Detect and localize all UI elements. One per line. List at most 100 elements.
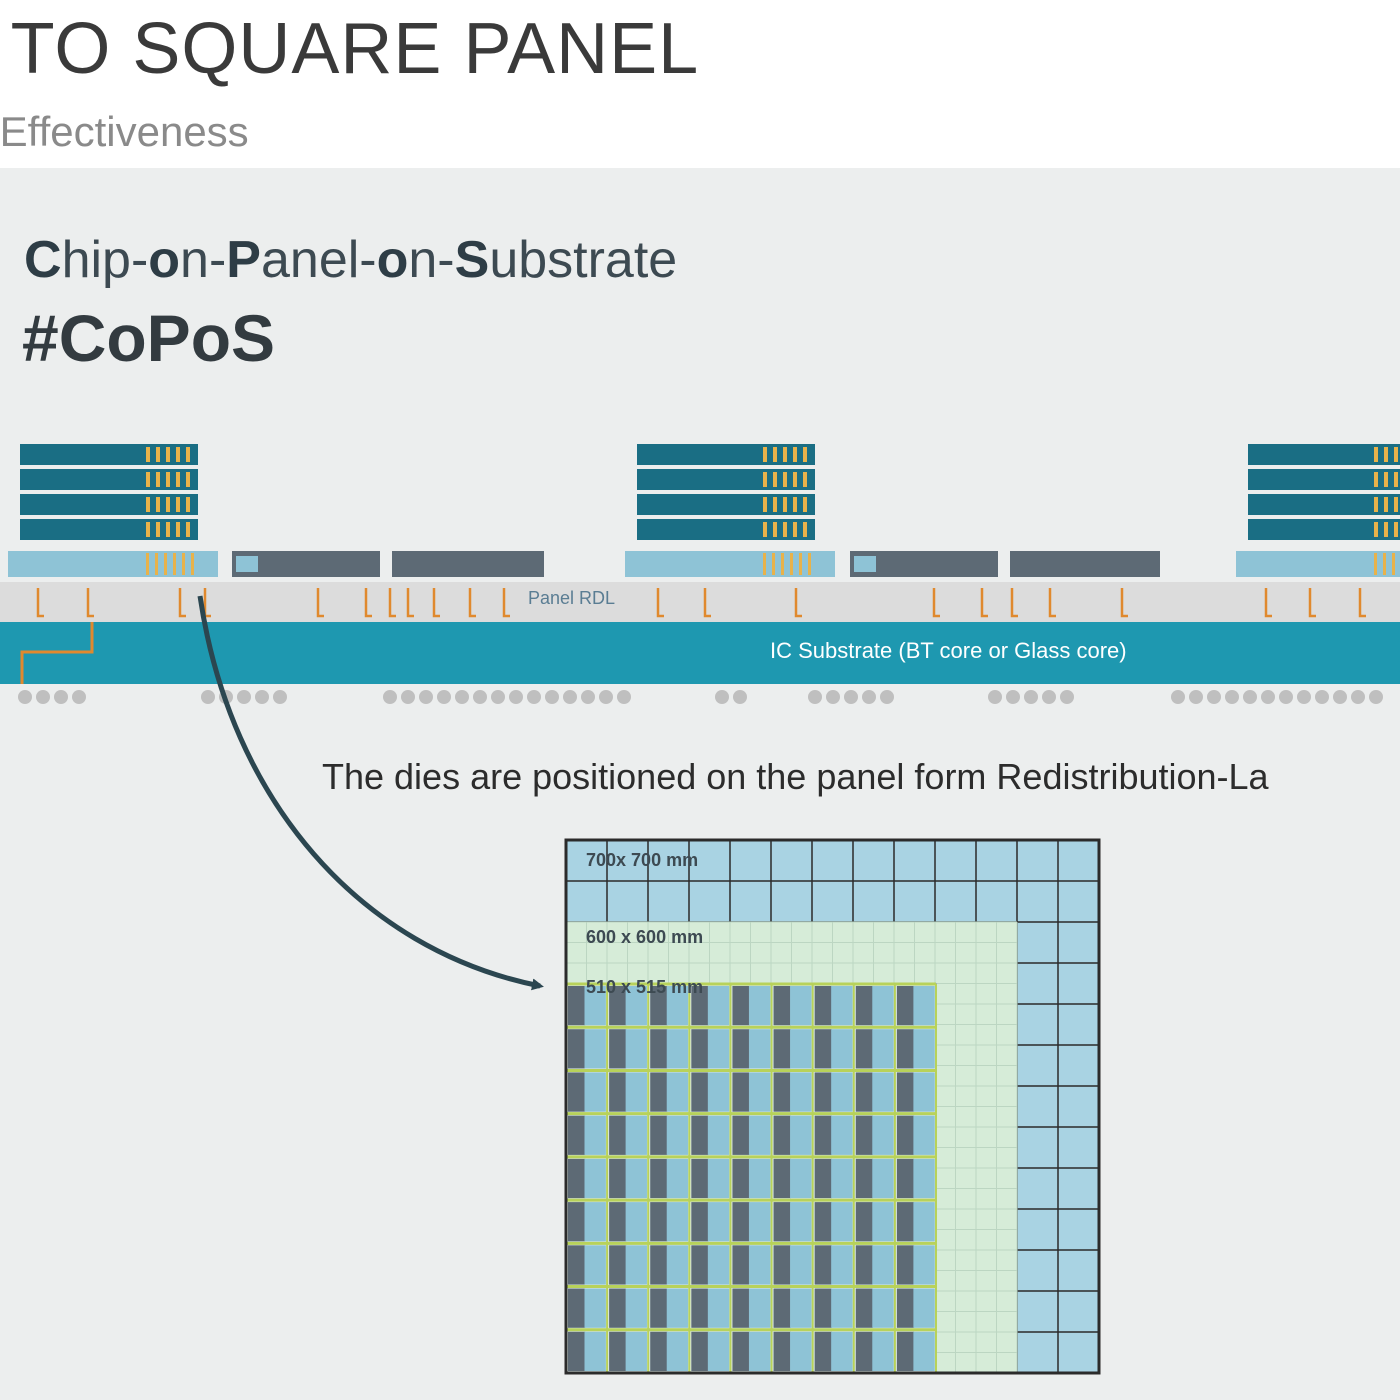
hbm-layer bbox=[637, 469, 815, 490]
die bbox=[790, 1331, 812, 1371]
panel-size-medium-label: 600 x 600 mm bbox=[586, 927, 703, 947]
tsv bbox=[146, 522, 150, 537]
tsv bbox=[783, 447, 787, 462]
die bbox=[691, 1245, 709, 1285]
die bbox=[773, 986, 791, 1026]
tsv bbox=[1384, 472, 1388, 487]
die bbox=[625, 1331, 647, 1371]
die bbox=[732, 1245, 750, 1285]
rdl-trace bbox=[656, 588, 664, 618]
die bbox=[790, 1115, 812, 1155]
logic-die-body bbox=[392, 551, 544, 577]
heading-initial-o2: o bbox=[376, 231, 409, 289]
rdl-trace bbox=[703, 588, 711, 618]
die bbox=[831, 1072, 853, 1112]
die bbox=[896, 986, 915, 1026]
die bbox=[896, 1331, 915, 1371]
die bbox=[831, 1115, 853, 1155]
die bbox=[831, 1029, 853, 1069]
die bbox=[855, 1158, 874, 1199]
die bbox=[650, 1158, 668, 1199]
tsv bbox=[793, 447, 797, 462]
panel-size-small-label: 510 x 515 mm bbox=[586, 977, 703, 997]
die bbox=[650, 1288, 668, 1328]
slide-subtitle: t-Effectiveness bbox=[0, 108, 249, 155]
die bbox=[584, 1115, 606, 1155]
solder-ball bbox=[988, 690, 1002, 704]
hbm-layer bbox=[20, 494, 198, 515]
rdl-trace bbox=[1120, 588, 1128, 618]
copos-hashtag: #CoPoS bbox=[22, 301, 276, 375]
tsv bbox=[146, 472, 150, 487]
die bbox=[855, 1115, 874, 1155]
die bbox=[748, 1202, 771, 1242]
die bbox=[666, 1029, 689, 1069]
hbm-layer bbox=[20, 469, 198, 490]
hbm-layer bbox=[1248, 519, 1400, 540]
solder-ball bbox=[1207, 690, 1221, 704]
rdl-trace bbox=[1010, 588, 1018, 618]
rdl-trace bbox=[1048, 588, 1056, 618]
die bbox=[568, 986, 586, 1026]
die bbox=[650, 1331, 668, 1371]
solder-ball bbox=[401, 690, 415, 704]
rdl-trace bbox=[502, 588, 510, 618]
die bbox=[790, 1288, 812, 1328]
heading-part-n2: n- bbox=[408, 231, 455, 289]
die bbox=[732, 986, 750, 1026]
die bbox=[773, 1072, 791, 1112]
rdl-traces bbox=[36, 588, 1366, 618]
logic-die bbox=[1010, 551, 1160, 577]
tsv bbox=[763, 447, 767, 462]
die bbox=[773, 1331, 791, 1371]
die bbox=[814, 1288, 832, 1328]
die bbox=[790, 1029, 812, 1069]
tsv bbox=[1374, 497, 1378, 512]
die bbox=[650, 1202, 668, 1242]
solder-ball bbox=[1297, 690, 1311, 704]
solder-ball bbox=[1189, 690, 1203, 704]
die bbox=[831, 1158, 853, 1199]
rdl-trace bbox=[388, 588, 396, 618]
die bbox=[748, 1072, 771, 1112]
die bbox=[872, 1331, 894, 1371]
die bbox=[872, 1202, 894, 1242]
die bbox=[748, 1331, 771, 1371]
die bbox=[609, 1245, 627, 1285]
logic-die-pad bbox=[236, 556, 258, 572]
die bbox=[650, 1072, 668, 1112]
die bbox=[609, 1158, 627, 1199]
tsv bbox=[166, 447, 170, 462]
tsv bbox=[186, 447, 190, 462]
die bbox=[773, 1115, 791, 1155]
hbm-layer bbox=[1248, 444, 1400, 465]
die bbox=[691, 1115, 709, 1155]
tsv bbox=[1394, 472, 1398, 487]
tsv bbox=[155, 553, 158, 575]
logic-die bbox=[392, 551, 544, 577]
tsv bbox=[164, 553, 167, 575]
die bbox=[855, 1245, 874, 1285]
die bbox=[568, 1029, 586, 1069]
die bbox=[831, 1288, 853, 1328]
solder-ball bbox=[617, 690, 631, 704]
base-die bbox=[625, 551, 835, 577]
solder-ball bbox=[1171, 690, 1185, 704]
rdl-trace bbox=[432, 588, 440, 618]
die bbox=[872, 986, 894, 1026]
die bbox=[773, 1245, 791, 1285]
solder-ball bbox=[563, 690, 577, 704]
solder-ball bbox=[1042, 690, 1056, 704]
solder-ball bbox=[54, 690, 68, 704]
die bbox=[748, 986, 771, 1026]
die bbox=[814, 1245, 832, 1285]
solder-ball bbox=[455, 690, 469, 704]
die bbox=[872, 1029, 894, 1069]
die bbox=[609, 1072, 627, 1112]
die bbox=[666, 986, 689, 1026]
rdl-trace bbox=[1358, 588, 1366, 618]
die bbox=[650, 1115, 668, 1155]
solder-ball bbox=[1261, 690, 1275, 704]
solder-ball bbox=[473, 690, 487, 704]
